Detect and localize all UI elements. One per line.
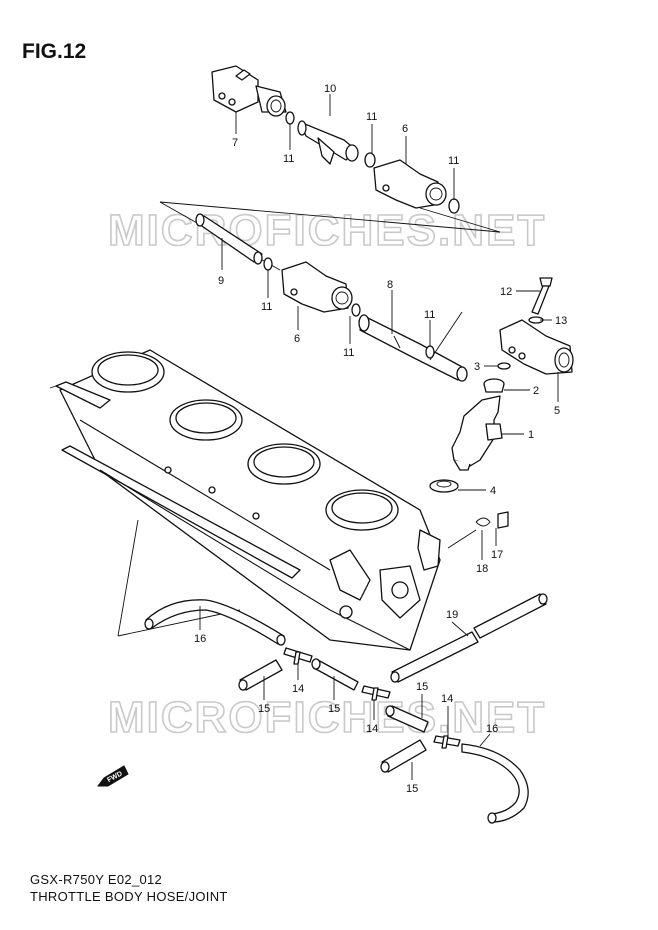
fuel-pipe-8 <box>358 314 468 382</box>
callout-18: 18 <box>476 563 488 575</box>
callout-15d: 15 <box>406 783 418 795</box>
callout-16a: 16 <box>194 633 206 645</box>
o-ring-11a <box>285 111 295 125</box>
o-ring-11c <box>448 198 460 214</box>
callout-12: 12 <box>500 286 512 298</box>
hose-16-upper <box>144 599 286 646</box>
fuel-joint-5 <box>499 319 574 375</box>
leader-18 <box>447 529 477 549</box>
fuel-injector-1 <box>451 395 503 471</box>
guide-line-4 <box>429 311 463 361</box>
o-ring-11d <box>263 257 273 271</box>
callout-14b: 14 <box>366 723 378 735</box>
t-joint-14b <box>361 685 391 701</box>
section-title: THROTTLE BODY HOSE/JOINT <box>30 889 228 904</box>
callout-19: 19 <box>446 609 458 621</box>
callout-10: 10 <box>324 83 336 95</box>
callout-1: 1 <box>528 429 534 441</box>
leader-16b <box>479 733 491 747</box>
clip-17 <box>497 511 509 529</box>
fuel-pipe-9 <box>195 213 263 265</box>
cushion-2 <box>483 378 505 393</box>
callout-9: 9 <box>218 275 224 287</box>
fwd-arrow-icon: FWD <box>97 765 129 787</box>
callout-11d: 11 <box>261 301 272 313</box>
callout-15b: 15 <box>328 703 340 715</box>
callout-11e: 11 <box>343 347 354 359</box>
callout-17: 17 <box>491 549 503 561</box>
clip-18 <box>475 517 491 527</box>
callout-14a: 14 <box>292 683 304 695</box>
fuel-joint-6-lower <box>281 261 353 313</box>
o-ring-11b <box>364 152 376 168</box>
callout-11b: 11 <box>366 111 377 123</box>
callout-3: 3 <box>474 361 480 373</box>
callout-16b: 16 <box>486 723 498 735</box>
watermark-bottom: MICROFICHES.NET <box>108 693 546 742</box>
callout-2: 2 <box>533 385 539 397</box>
hose-15a <box>238 659 283 691</box>
hose-15b <box>311 658 359 691</box>
fuel-joint-6-upper <box>373 159 447 209</box>
callout-7: 7 <box>232 137 238 149</box>
grommet-4 <box>429 479 459 493</box>
bolt-12 <box>531 277 553 315</box>
callout-15c: 15 <box>416 681 428 693</box>
callout-13: 13 <box>555 315 567 327</box>
hose-15c <box>385 705 429 733</box>
guide-line-3 <box>419 207 501 233</box>
guide-line-5 <box>117 519 139 637</box>
callout-5: 5 <box>554 405 560 417</box>
fuel-joint-7 <box>211 65 287 117</box>
guide-line-1 <box>159 201 501 233</box>
callout-8: 8 <box>387 279 393 291</box>
fuel-pipe-10 <box>297 120 359 165</box>
o-ring-11e <box>351 303 361 317</box>
callout-6b: 6 <box>294 333 300 345</box>
callout-11c: 11 <box>448 155 459 167</box>
model-code: GSX-R750Y E02_012 <box>30 872 163 887</box>
figure-title: FIG.12 <box>22 40 87 63</box>
hose-19 <box>390 593 548 683</box>
callout-11a: 11 <box>283 153 294 165</box>
hose-15d <box>380 739 427 773</box>
leader-19 <box>451 621 469 637</box>
o-ring-3 <box>497 362 511 370</box>
callout-14c: 14 <box>441 693 453 705</box>
callout-11f: 11 <box>424 309 435 321</box>
callout-6a: 6 <box>402 123 408 135</box>
hose-16-lower <box>461 743 529 824</box>
callout-15a: 15 <box>258 703 270 715</box>
callout-4: 4 <box>490 485 496 497</box>
t-joint-14c <box>433 735 461 749</box>
throttle-body-assembly <box>49 349 441 651</box>
t-joint-14a <box>283 647 313 665</box>
